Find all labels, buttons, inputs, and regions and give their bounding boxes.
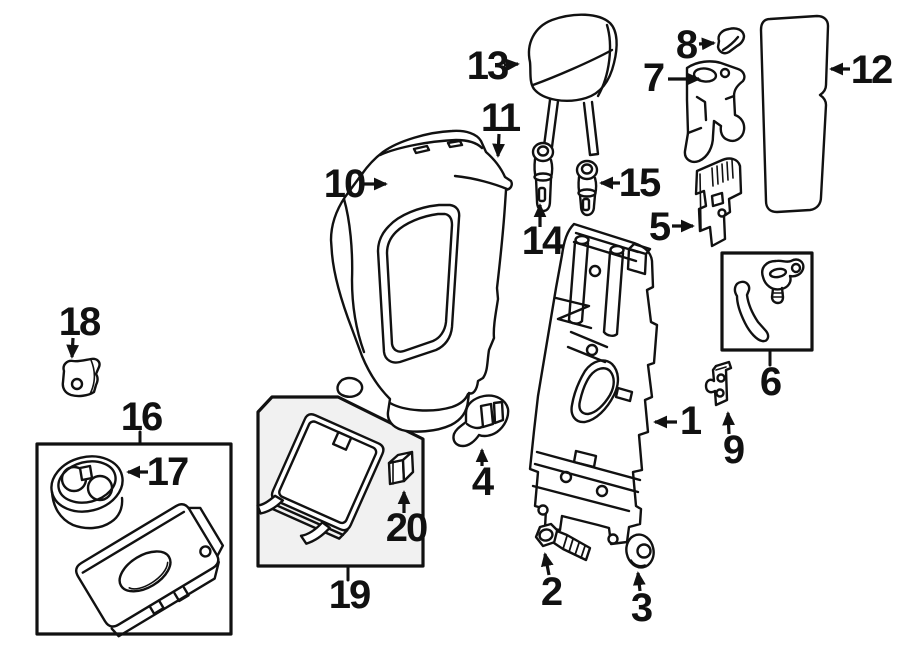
callout-19[interactable]: 19 [328, 573, 371, 617]
part-2-bolt[interactable] [534, 522, 592, 562]
callout-1[interactable]: 1 [679, 399, 702, 443]
callout-15[interactable]: 15 [618, 161, 661, 205]
arrow-18 [66, 337, 80, 359]
part-6-knob-and-hook[interactable] [733, 258, 805, 343]
callout-arrows [66, 37, 850, 592]
arrow-11 [492, 133, 505, 158]
arrow-3 [632, 571, 646, 592]
callout-11[interactable]: 11 [480, 96, 521, 140]
arrow-13 [503, 58, 520, 72]
callout-3[interactable]: 3 [630, 586, 653, 630]
callout-13[interactable]: 13 [466, 44, 509, 88]
part-7-bracket[interactable] [683, 60, 746, 164]
callout-18[interactable]: 18 [58, 300, 101, 344]
part-9-striker-bracket[interactable] [704, 360, 733, 407]
callout-6[interactable]: 6 [759, 360, 782, 404]
part-4-release-handle[interactable] [452, 394, 510, 448]
part-16-armrest[interactable] [73, 496, 236, 639]
part-8-clip[interactable] [716, 27, 746, 55]
callout-20[interactable]: 20 [385, 506, 428, 550]
callout-9[interactable]: 9 [722, 428, 745, 472]
callout-17[interactable]: 17 [146, 450, 189, 494]
part-19-seat-back-panel[interactable] [251, 409, 385, 557]
callout-14[interactable]: 14 [521, 219, 564, 263]
callout-5[interactable]: 5 [648, 205, 671, 249]
callout-16[interactable]: 16 [120, 395, 163, 439]
part-10-seat-back-cushion[interactable] [329, 129, 513, 433]
callout-10[interactable]: 10 [323, 162, 366, 206]
callout-8[interactable]: 8 [675, 23, 698, 67]
callout-12[interactable]: 12 [850, 48, 893, 92]
arrow-8 [698, 37, 716, 51]
part-3-grommet[interactable] [623, 532, 656, 570]
arrow-9 [722, 411, 735, 435]
part-13-headrest[interactable] [527, 13, 618, 157]
part-12-back-panel[interactable] [759, 14, 830, 214]
part-17-cup-holder[interactable] [46, 449, 129, 530]
callout-4[interactable]: 4 [471, 460, 494, 504]
callout-7[interactable]: 7 [642, 56, 665, 100]
part-1-seat-back-frame[interactable] [528, 222, 659, 546]
callout-2[interactable]: 2 [540, 570, 563, 614]
part-15-headrest-guide[interactable] [575, 159, 599, 217]
part-20-clip[interactable] [387, 450, 415, 486]
part-18-clip[interactable] [61, 357, 101, 398]
arrow-2 [540, 552, 554, 576]
part-5-latch[interactable] [694, 157, 743, 248]
part-14-headrest-guide[interactable] [531, 141, 555, 213]
